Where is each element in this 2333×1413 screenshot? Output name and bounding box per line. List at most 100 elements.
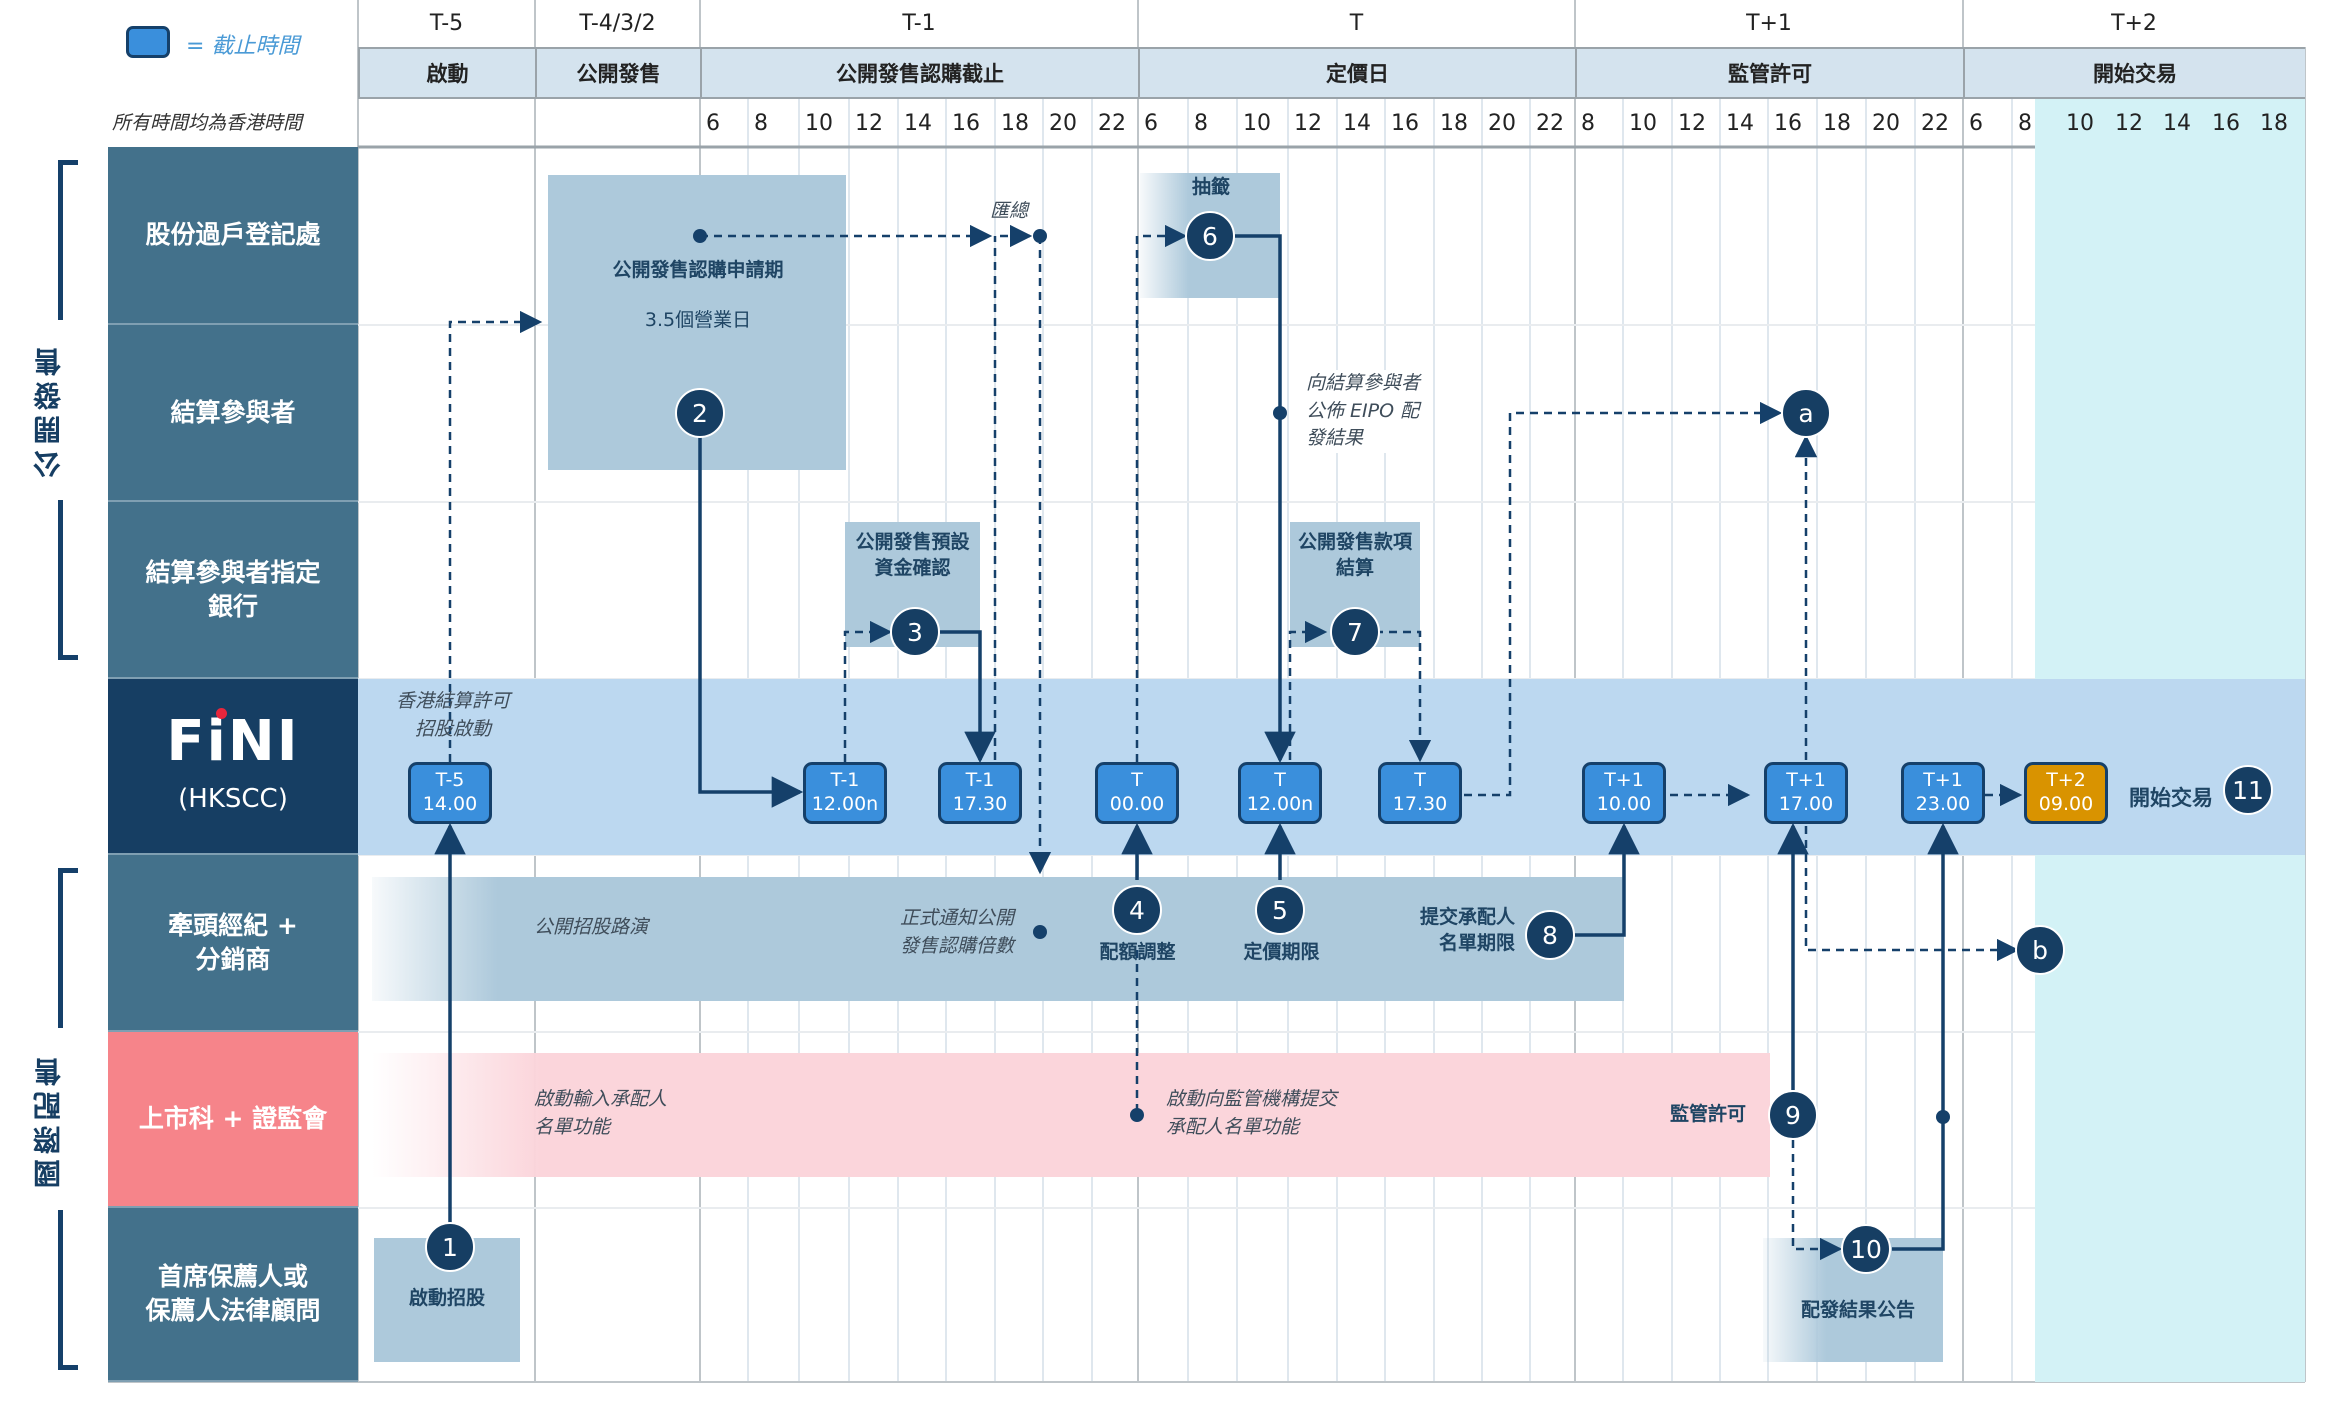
deadline-time: 17.00 [1778, 793, 1834, 815]
launch-offering-label: 啟動招股 [408, 1287, 485, 1309]
connector-6-to-t-noon [1235, 234, 1296, 764]
deadline-day: T-1 [830, 769, 860, 792]
row-label-share-registrar: 股份過戶登記處 [108, 147, 358, 325]
connector-7-to-t1730 [1375, 630, 1432, 763]
hour-tick: 20 [1049, 110, 1077, 136]
deadline-time: 14.00 [422, 793, 478, 815]
row-label-listing-sfc: 上市科 + 證監會 [108, 1032, 358, 1208]
group-label-international-placing: 國際配售 [32, 1052, 65, 1188]
hour-tick: 12 [1294, 110, 1322, 136]
connector-t0-to-6 [1135, 224, 1188, 762]
deadline-time: 23.00 [1915, 793, 1971, 815]
group-label-public-offer: 公開發售 [32, 342, 65, 478]
subscription-period-title: 公開發售認購申請期 [612, 259, 784, 281]
row-label-brokers-distributors: 牽頭經紀 + 分銷商 [108, 855, 358, 1032]
deadline-legend-text: = 截止時間 [186, 34, 300, 59]
note-hkscc-approval: 香港結算許可 招股啟動 [395, 690, 510, 740]
connector-t1-noon-to-3 [843, 620, 893, 790]
notify-dot [1033, 925, 1047, 939]
step-circle-6: 6 [1185, 211, 1235, 261]
note-roadshow: 公開招股路演 [534, 916, 649, 938]
hour-tick: 16 [1774, 110, 1802, 136]
allotment-announcement-label: 配發結果公告 [1800, 1299, 1915, 1321]
header-phase: 監管許可 [1575, 47, 1963, 99]
hour-tick: 16 [952, 110, 980, 136]
fini-band [358, 679, 2305, 855]
header-day-T-4/3/2: T-4/3/2 [579, 11, 656, 36]
step-4-label: 配額調整 [1099, 941, 1176, 963]
hour-tick: 6 [1144, 110, 1158, 136]
row-label-fini: FiNI (HKSCC) [108, 679, 358, 855]
hour-tick: 10 [2066, 110, 2094, 136]
hour-tick: 14 [1343, 110, 1371, 136]
regulator-dot [1130, 1108, 1144, 1122]
connector-9-to-10 [1791, 1140, 1843, 1261]
subscription-start-dot [693, 229, 707, 243]
hour-tick: 18 [2260, 110, 2288, 136]
hour-tick: 20 [1872, 110, 1900, 136]
note-publish-results: 向結算參與者 公佈 EIPO 配 發結果 [1302, 370, 1425, 453]
header-day-T: T [1349, 11, 1364, 36]
deadline-day: T+2 [2046, 769, 2086, 792]
step-circle-2: 2 [675, 388, 725, 438]
fini-logo-text: FiNI [166, 709, 300, 775]
group-bracket-bottom-intl [58, 1210, 78, 1370]
hour-tick: 14 [904, 110, 932, 136]
subscription-period-days: 3.5個營業日 [644, 309, 752, 331]
hour-tick: 6 [706, 110, 720, 136]
deadline-day: T-1 [965, 769, 995, 792]
connector-8-to-t1-1000 [1572, 822, 1640, 937]
hour-tick: 10 [805, 110, 833, 136]
deadline-time: 17.30 [952, 793, 1008, 815]
note-aggregate: 匯總 [990, 200, 1029, 222]
group-bracket-bottom-public [58, 500, 78, 660]
hour-tick: 18 [1440, 110, 1468, 136]
header-phase: 開始交易 [1963, 47, 2305, 99]
step-circle-a: a [1781, 388, 1831, 438]
deadline-legend-swatch [126, 26, 170, 58]
fini-subtitle: (HKSCC) [178, 784, 288, 815]
hour-tick: 14 [1726, 110, 1754, 136]
step-8-label: 提交承配人 名單期限 [1419, 906, 1515, 954]
note-enable-placee-input: 啟動輸入承配人 名單功能 [534, 1088, 668, 1138]
hour-tick: 12 [2115, 110, 2143, 136]
header-phase: 啟動 [358, 47, 535, 99]
hour-tick: 18 [1001, 110, 1029, 136]
hour-tick: 8 [1194, 110, 1208, 136]
hour-tick: 22 [1921, 110, 1949, 136]
step-9-label: 監管許可 [1669, 1103, 1746, 1125]
header-phase: 公開發售 [535, 47, 700, 99]
deadline-day: T-5 [435, 769, 465, 792]
step-5-label: 定價期限 [1243, 941, 1320, 963]
regulator-band [372, 1053, 1770, 1177]
hour-tick: 12 [855, 110, 883, 136]
step-circle-b: b [2015, 925, 2065, 975]
header-day-T+1: T+1 [1746, 11, 1792, 36]
ballot-label: 抽籤 [1191, 176, 1230, 198]
hour-tick: 8 [754, 110, 768, 136]
connector-t5-to-subscription [448, 310, 543, 762]
header-day-T-5: T-5 [429, 11, 464, 36]
connector-2-to-t1-noon [698, 437, 804, 808]
group-bracket-top-intl [58, 868, 78, 1028]
deadline-day: T+1 [1604, 769, 1644, 792]
step-circle-11: 11 [2223, 765, 2273, 815]
header-phase: 公開發售認購截止 [700, 47, 1138, 99]
hour-tick: 10 [1629, 110, 1657, 136]
deadline-day: T [1414, 769, 1426, 792]
deadline-time: 10.00 [1596, 793, 1652, 815]
fini-logo-dot-icon [216, 708, 228, 720]
hour-tick: 6 [1969, 110, 1983, 136]
connector-10-to-t1-2300 [1892, 822, 1959, 1251]
step-circle-1: 1 [425, 1222, 475, 1272]
step-circle-8: 8 [1525, 910, 1575, 960]
step-circle-9: 9 [1768, 1090, 1818, 1140]
